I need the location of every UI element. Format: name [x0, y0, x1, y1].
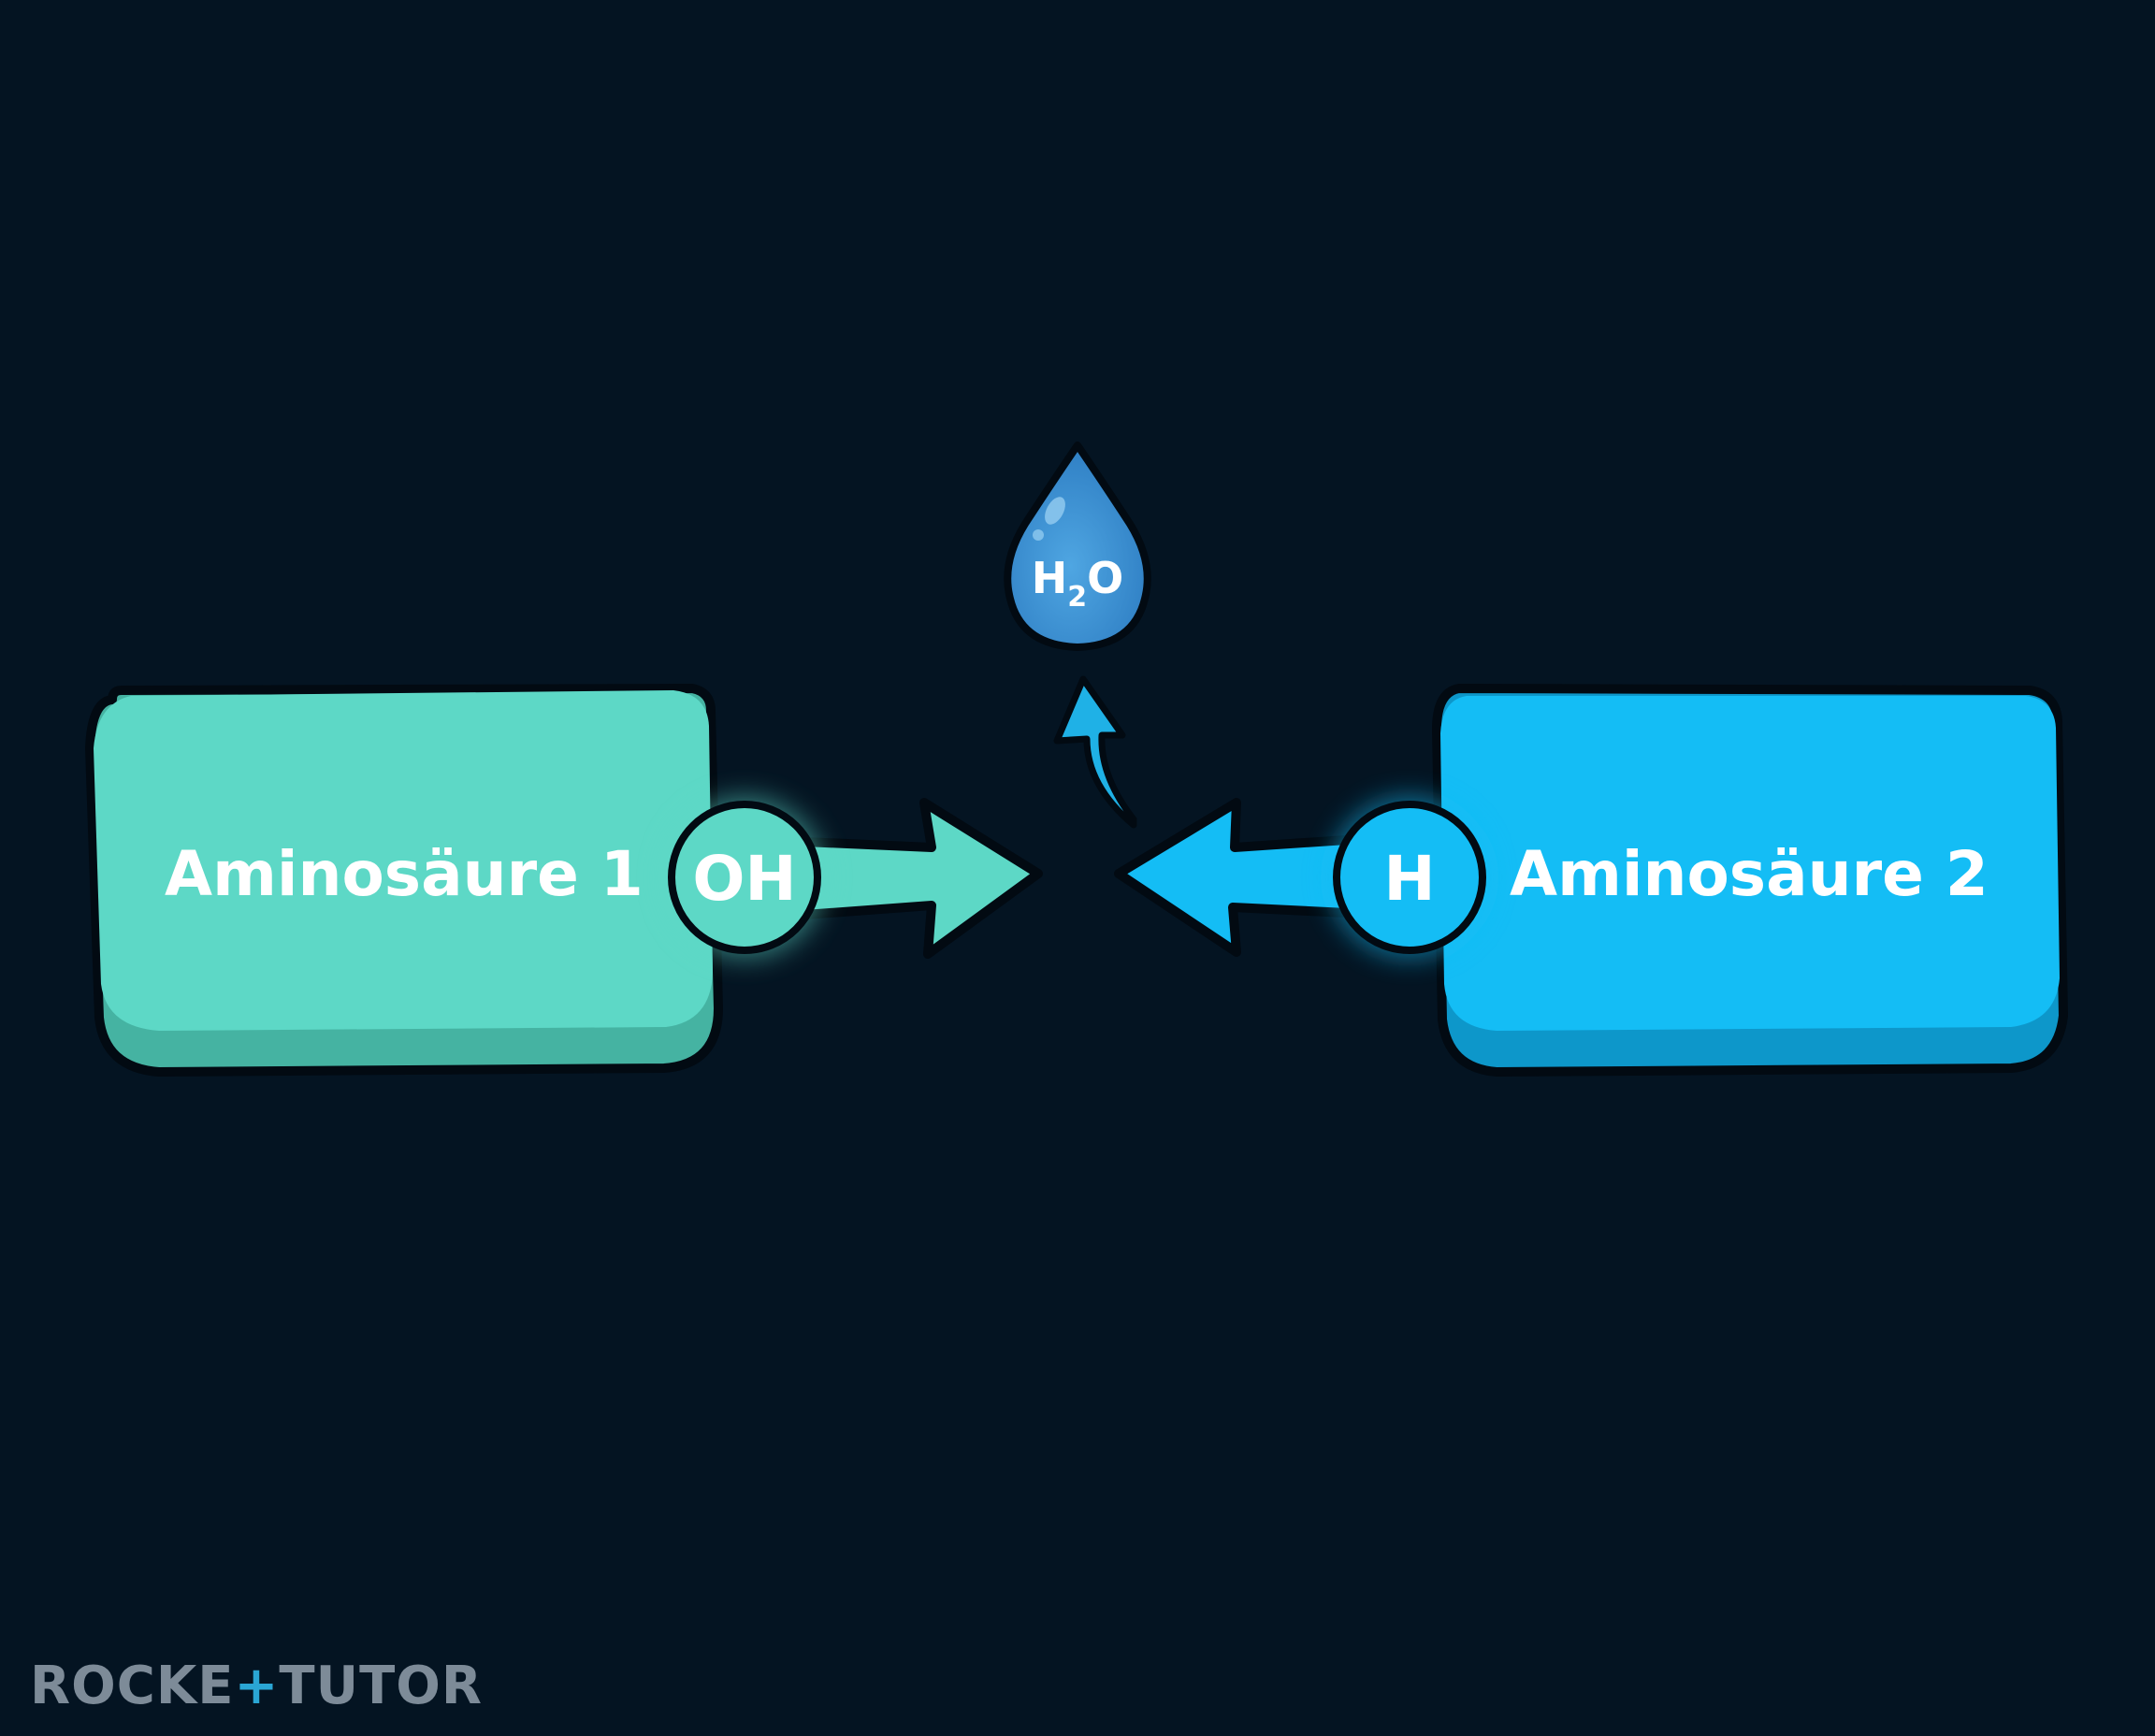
h-label: H — [1383, 843, 1435, 915]
logo-part1: ROCKE — [30, 1656, 235, 1716]
water-drop-icon: H2O — [1004, 441, 1151, 651]
amino-acid-2-label: Aminosäure 2 — [1510, 838, 1989, 910]
amino-acid-2-block: Aminosäure 2 — [1432, 684, 2068, 1077]
water-formula: H2O — [1032, 553, 1123, 614]
oh-label: OH — [692, 843, 796, 915]
water-release-arrow — [1053, 675, 1137, 829]
h-group: H — [1329, 797, 1490, 958]
amino-acid-1-label: Aminosäure 1 — [165, 838, 644, 910]
amino-acid-1-block: Aminosäure 1 — [85, 684, 723, 1077]
oh-group: OH — [664, 797, 825, 958]
h-arrow — [1114, 798, 1352, 957]
logo-part2: TUTOR — [279, 1656, 484, 1716]
oh-arrow — [800, 798, 1043, 959]
logo-plus: + — [234, 1656, 280, 1716]
rocketutor-logo: ROCKE+TUTOR — [30, 1656, 483, 1716]
